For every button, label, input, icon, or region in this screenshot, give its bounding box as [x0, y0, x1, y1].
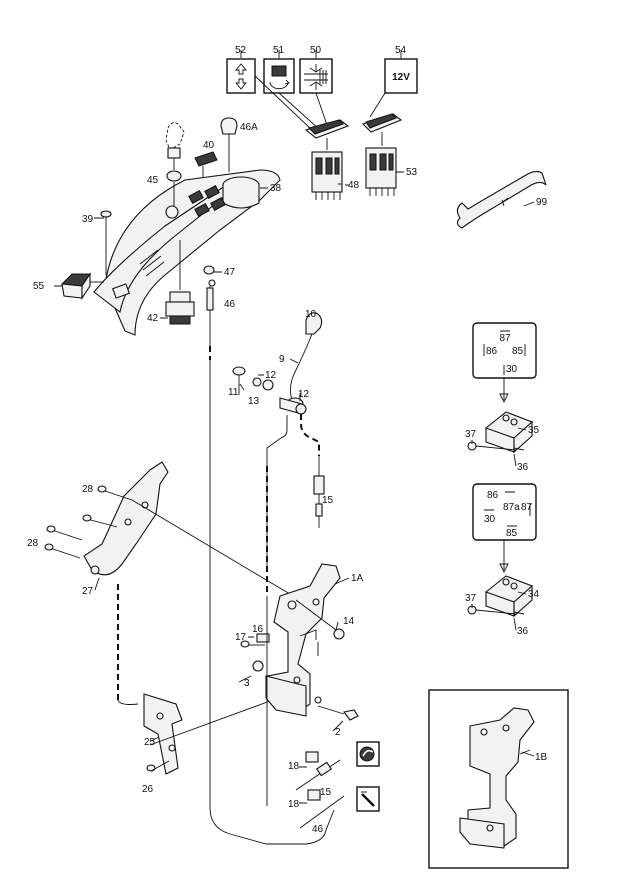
callout-3: 3	[244, 678, 250, 689]
symbol-box-54	[384, 58, 418, 94]
callout-15-upper: 15	[322, 495, 334, 506]
callout-12-upper: 12	[265, 370, 277, 381]
callout-12-lower: 12	[298, 389, 310, 400]
rotate-icon	[269, 65, 290, 90]
callout-16: 16	[252, 624, 264, 635]
knob-46A	[220, 117, 238, 172]
callout-36-upper: 36	[517, 462, 529, 473]
arrow-up-down-icon	[235, 63, 247, 90]
bracket-1A	[265, 563, 341, 717]
callout-leaders	[54, 171, 535, 804]
callout-42: 42	[147, 313, 159, 324]
callout-35: 35	[528, 425, 540, 436]
callout-28-lower: 28	[27, 538, 39, 549]
callout-18-lower: 18	[288, 799, 300, 810]
tractor-icon	[356, 741, 380, 767]
link-end-c	[117, 699, 139, 705]
relay2-terminal-87: 87	[521, 502, 533, 513]
cable-end-15a	[313, 475, 325, 528]
relay-symbol-1: 87 86 85 30	[472, 322, 537, 379]
cable-end-46b	[299, 789, 345, 829]
switch-assembly-48	[304, 119, 350, 200]
callout-25: 25	[144, 737, 156, 748]
callout-34: 34	[528, 589, 540, 600]
callout-99: 99	[536, 197, 548, 208]
slope-icon	[356, 786, 380, 812]
callout-46A: 46A	[240, 122, 258, 133]
bracket-25	[143, 693, 183, 775]
callout-37-lower: 37	[465, 593, 477, 604]
callout-51: 51	[273, 45, 285, 56]
relay-35	[467, 411, 533, 454]
link-dashed-a	[300, 414, 320, 456]
callout-17: 17	[235, 632, 247, 643]
relay2-arrow	[499, 540, 509, 574]
relay-34	[467, 575, 533, 618]
callout-37-upper: 37	[465, 429, 477, 440]
callout-50: 50	[310, 45, 322, 56]
callout-26: 26	[142, 784, 154, 795]
callout-46-upper: 46	[224, 299, 236, 310]
callout-18-upper: 18	[288, 761, 300, 772]
cable-46-long	[209, 360, 335, 845]
callout-1A: 1A	[351, 573, 364, 584]
fasteners-1A	[240, 599, 359, 721]
callout-36-lower: 36	[517, 626, 529, 637]
callout-15-lower: 15	[320, 787, 332, 798]
switch-assembly-53	[361, 113, 403, 196]
relay-symbol-2: 86 87a 87 30 85	[472, 483, 537, 541]
lever-45	[165, 122, 185, 206]
callout-54: 54	[395, 45, 407, 56]
callout-47: 47	[224, 267, 236, 278]
relay2-terminal-87a: 87a	[503, 502, 520, 513]
voltage-label: 12V	[392, 72, 410, 83]
callout-38: 38	[270, 183, 282, 194]
callout-27: 27	[82, 586, 94, 597]
callout-46-lower: 46	[312, 824, 324, 835]
cable-end-15b	[295, 751, 341, 791]
callout-2: 2	[335, 727, 341, 738]
callout-55: 55	[33, 281, 45, 292]
relay1-terminal-85: 85	[512, 346, 524, 357]
road-level-icon	[304, 64, 328, 90]
rod-a	[266, 415, 288, 568]
callout-39: 39	[82, 214, 94, 225]
callout-13: 13	[248, 396, 260, 407]
relay2-terminal-30: 30	[484, 514, 496, 525]
callout-11: 11	[228, 387, 239, 398]
bracket-27	[83, 461, 169, 576]
relay2-terminal-86: 86	[487, 490, 499, 501]
bolts-28	[44, 485, 133, 559]
switch-symbol-group: 12V	[226, 58, 418, 94]
callout-28-upper: 28	[82, 484, 94, 495]
relay1-terminal-30: 30	[506, 364, 518, 375]
callout-40: 40	[203, 140, 215, 151]
callout-labels: 52 51 50 54 48 53 99 40 46A 45 38 39 47 …	[27, 45, 548, 835]
fork-tool-icon	[456, 170, 547, 229]
callout-53: 53	[406, 167, 418, 178]
cable-46-upper	[203, 265, 216, 346]
callout-52: 52	[235, 45, 247, 56]
joystick-assembly	[232, 312, 323, 415]
relay1-terminal-87: 87	[499, 333, 511, 344]
callout-10: 10	[305, 309, 317, 320]
callout-48: 48	[348, 180, 360, 191]
callout-9: 9	[279, 354, 285, 365]
screw-39	[100, 210, 112, 275]
relay2-terminal-85: 85	[506, 528, 518, 539]
cap-40	[194, 151, 218, 178]
cylinder-42	[165, 240, 195, 325]
relay1-arrow	[499, 378, 509, 404]
relay1-terminal-86: 86	[486, 346, 498, 357]
console-38	[93, 169, 281, 336]
inset-box-1B	[428, 689, 569, 869]
callout-14: 14	[343, 616, 355, 627]
leader-bracket	[131, 499, 301, 601]
switch-55	[60, 272, 104, 300]
callout-1B: 1B	[535, 752, 548, 763]
callout-45: 45	[147, 175, 159, 186]
